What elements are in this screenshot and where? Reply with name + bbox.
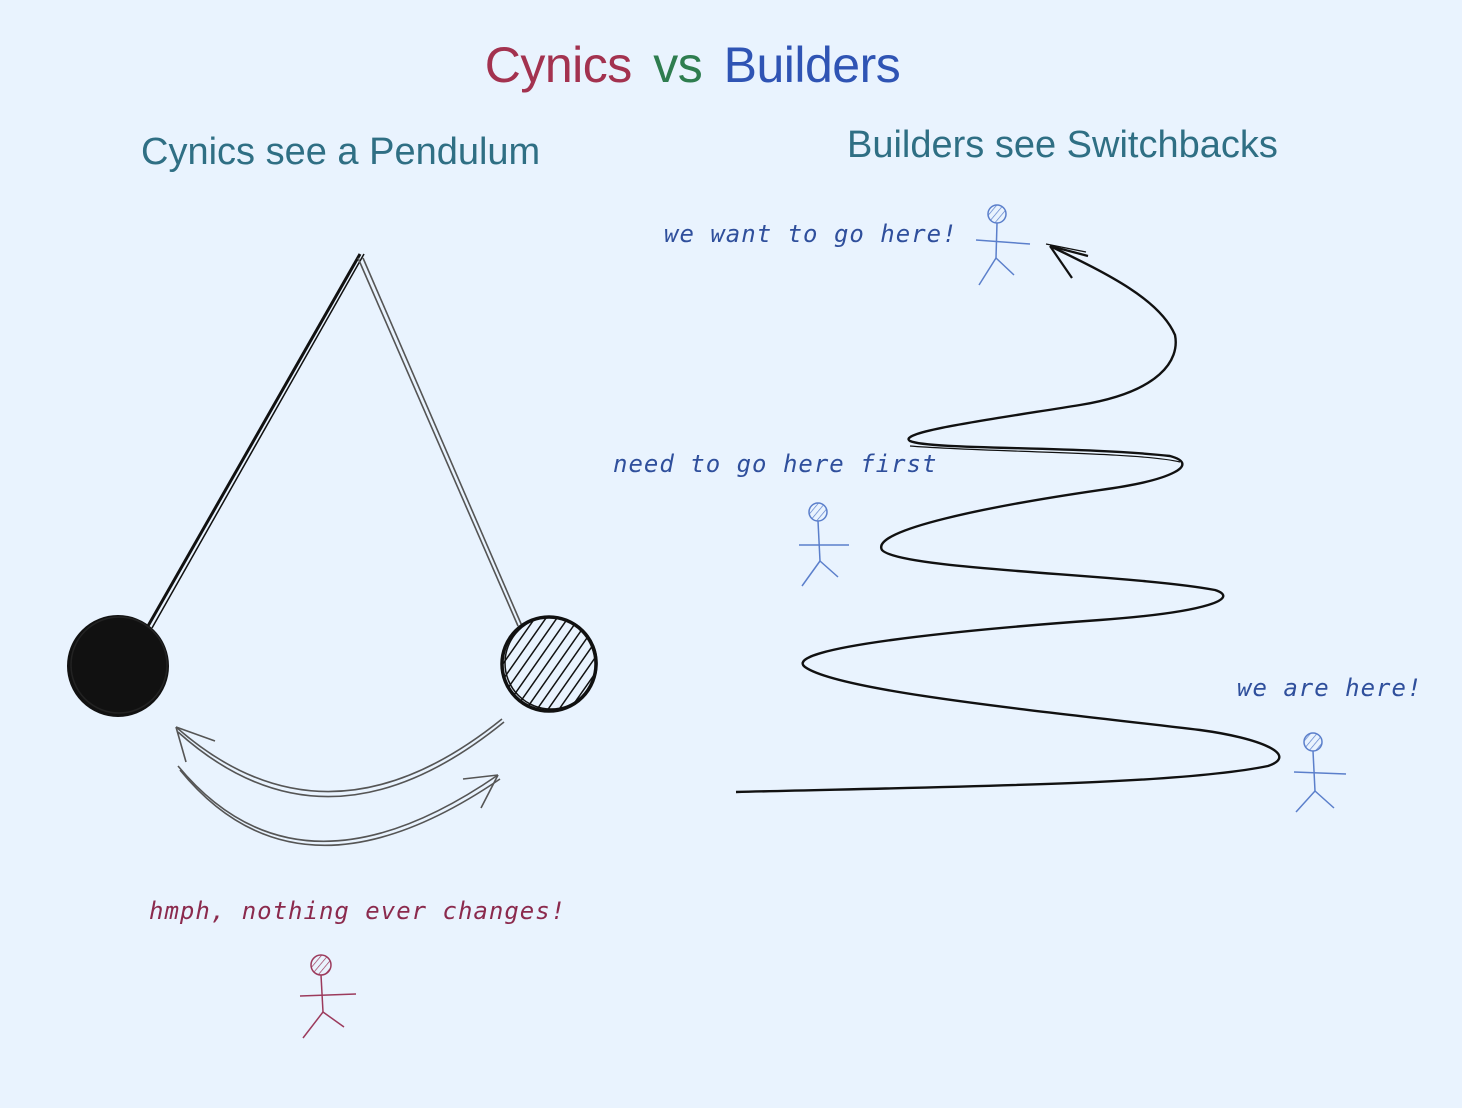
stick-figure-goal-icon bbox=[975, 204, 1031, 286]
pendulum-string-left bbox=[146, 253, 365, 629]
stick-figure-now-icon bbox=[1293, 732, 1347, 813]
pendulum-bob-solid-icon bbox=[67, 615, 169, 717]
title-vs: vs bbox=[653, 37, 703, 93]
cynic-caption: hmph, nothing ever changes! bbox=[149, 897, 567, 925]
switchback-path-icon bbox=[735, 243, 1281, 794]
pendulum-string-right bbox=[357, 257, 523, 627]
pendulum bbox=[67, 253, 598, 847]
label-first: need to go here first bbox=[613, 450, 938, 478]
stick-figure-first-icon bbox=[799, 502, 849, 587]
stick-figure-cynic-icon bbox=[299, 954, 357, 1039]
title-builders: Builders bbox=[723, 37, 901, 93]
label-now: we are here! bbox=[1237, 674, 1423, 702]
cynics-heading: Cynics see a Pendulum bbox=[141, 131, 541, 173]
page-title: Cynics vs Builders bbox=[0, 36, 1385, 94]
label-goal: we want to go here! bbox=[664, 220, 958, 248]
swing-arrow-icon bbox=[175, 718, 505, 847]
pendulum-bob-hatched-icon bbox=[500, 615, 598, 713]
title-cynics: Cynics bbox=[484, 37, 633, 93]
builders-heading: Builders see Switchbacks bbox=[847, 124, 1278, 166]
